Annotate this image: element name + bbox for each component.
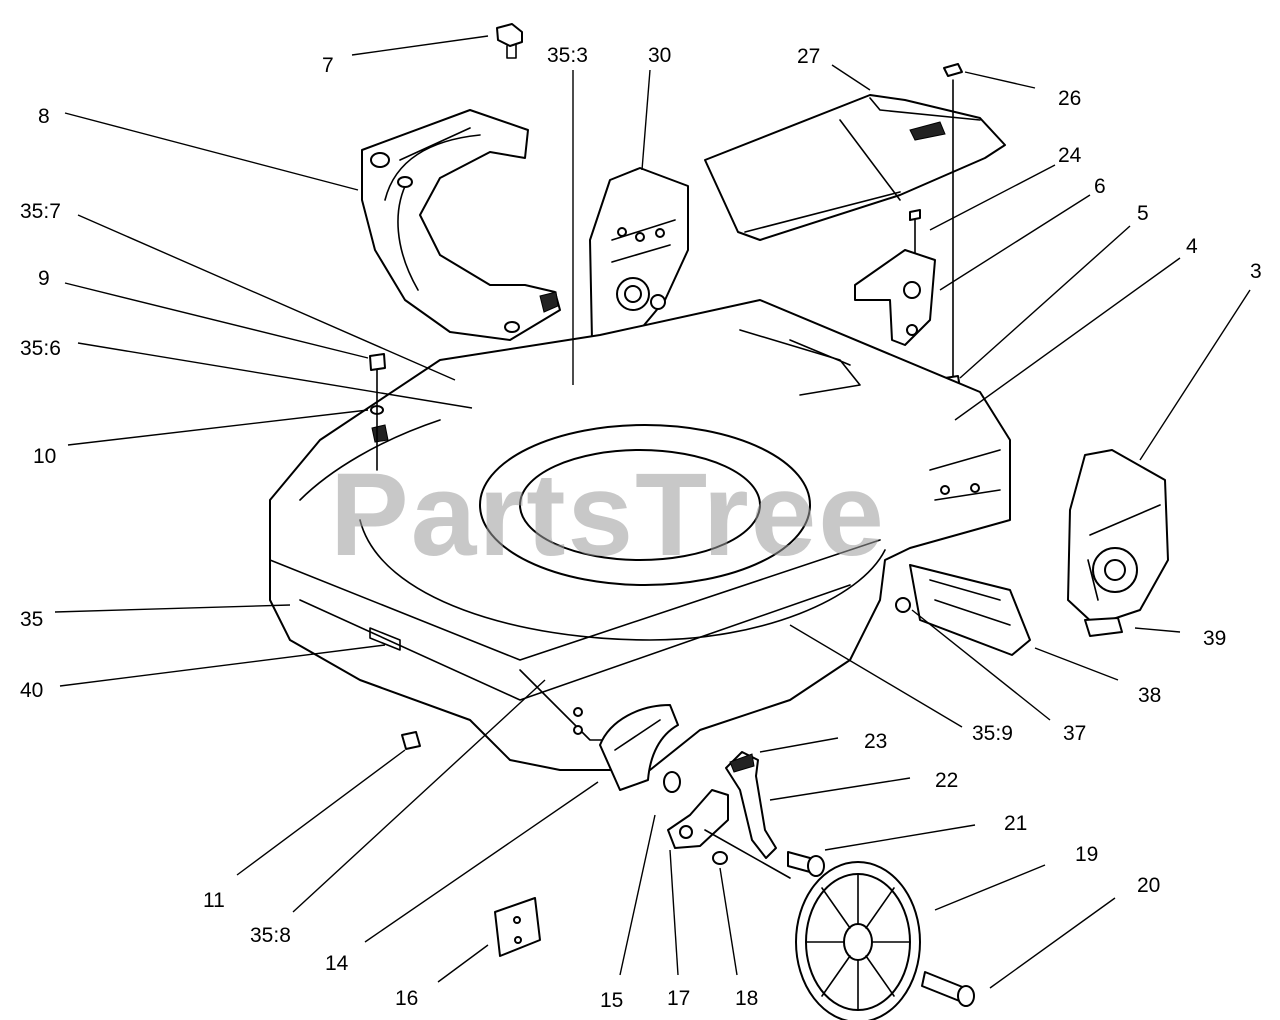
callout-27: 27 [797,45,820,68]
leader-5 [959,225,1131,379]
leader-35 [54,604,291,613]
part-bracket-plate [854,249,936,346]
leader-17 [669,849,679,976]
leader-27 [831,64,871,91]
part-plate [494,897,541,957]
callout-6: 6 [1094,175,1106,198]
part-screw-top [943,63,963,77]
part-nut-under [895,597,911,613]
part-top-shroud [704,94,1006,241]
callout-17: 17 [667,987,690,1010]
callout-19: 19 [1075,843,1098,866]
leader-19 [934,864,1046,911]
part-washer-small [712,851,728,865]
part-knob [496,23,523,59]
callout-11: 11 [203,889,225,912]
leader-8 [64,112,359,191]
leader-24 [929,164,1056,231]
callout-10: 10 [33,445,56,468]
part-height-bracket-lower [599,704,679,791]
part-height-bracket-upper [589,167,689,341]
part-axle-bolt [921,971,975,1007]
callout-39: 39 [1203,627,1226,650]
leader-4 [954,257,1181,421]
callout-35-3: 35:3 [547,44,588,67]
callout-35-8: 35:8 [250,924,291,947]
leader-26 [964,71,1036,89]
callout-21: 21 [1004,812,1027,835]
watermark-text: PartsTree [330,449,886,581]
part-wheel-arm [667,789,791,879]
callout-labels: 7 35:3 30 27 26 8 24 6 35:7 5 4 3 9 35:6… [20,44,1262,1012]
part-front-skirt [369,627,401,651]
part-discharge-chute [361,109,561,341]
callout-26: 26 [1058,87,1081,110]
callout-37: 37 [1063,722,1086,745]
leader-35-9 [789,624,963,728]
part-nut-washer-left [369,353,386,471]
leader-23 [759,737,839,753]
callout-35: 35 [20,608,43,631]
leader-35-7 [77,214,456,381]
leader-15 [619,814,656,976]
part-wheel-bolt [787,851,825,877]
leader-lines [54,35,1251,989]
leader-21 [824,824,976,851]
leader-18 [719,867,738,976]
leader-11 [236,749,406,876]
leader-16 [437,944,489,983]
callout-38: 38 [1138,684,1161,707]
callout-30: 30 [648,44,671,67]
callout-35-9: 35:9 [972,722,1013,745]
callout-35-7: 35:7 [20,200,61,223]
part-rear-skirt [909,564,1031,656]
leader-22 [769,777,911,801]
callout-24: 24 [1058,144,1082,167]
callout-5: 5 [1137,202,1149,225]
callout-40: 40 [20,679,43,702]
callout-23: 23 [864,730,887,753]
part-washer-lower [663,771,681,793]
callout-4: 4 [1186,235,1198,258]
part-wheel [795,861,921,1020]
leader-10 [67,409,369,446]
callout-35-6: 35:6 [20,337,61,360]
callout-7: 7 [322,54,334,77]
leader-38 [1034,647,1119,681]
leader-35-8 [292,679,546,913]
leader-9 [64,282,369,359]
leader-30 [641,69,651,171]
callout-8: 8 [38,105,50,128]
callout-3: 3 [1250,260,1262,283]
callout-20: 20 [1137,874,1160,897]
leader-40 [59,644,386,687]
leader-20 [989,897,1116,989]
callout-14: 14 [325,952,349,975]
leader-7 [351,35,489,56]
part-nut-front [401,731,421,750]
part-spring-lever [725,751,777,859]
leader-39 [1134,627,1181,633]
part-side-bracket-right [1067,449,1169,637]
leader-35-6 [77,342,473,409]
callout-15: 15 [600,989,623,1012]
callout-22: 22 [935,769,958,792]
leader-14 [364,781,599,943]
leader-6 [939,194,1091,291]
callout-9: 9 [38,267,50,290]
callout-16: 16 [395,987,418,1010]
leader-3 [1139,289,1251,461]
leader-37 [911,609,1051,721]
callout-18: 18 [735,987,758,1010]
part-mower-deck [269,299,1011,771]
